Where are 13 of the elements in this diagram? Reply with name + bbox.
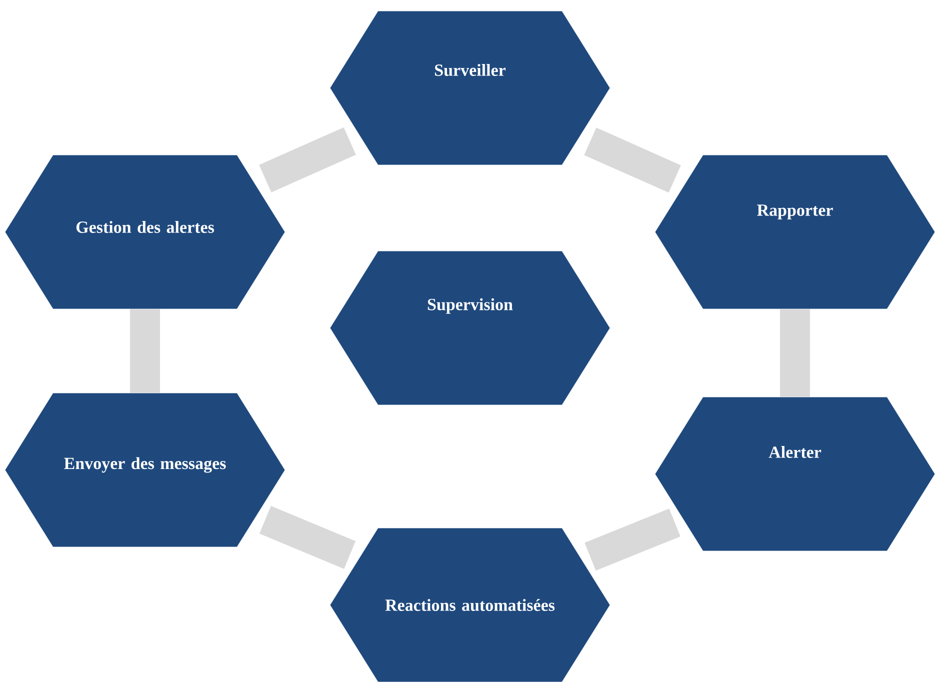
connector-band [584,508,680,571]
connector-band [584,128,681,193]
hexagon-box: Reactions automatisées [330,528,610,682]
hexagon-box: Envoyer des messages [4,392,286,548]
hexagon-box: Rapporter [654,154,936,310]
connector-band [130,309,160,393]
hexagon-box: Supervision [330,250,610,406]
connector-band [780,309,810,397]
hexagon-box: Surveiller [330,10,610,166]
hexagon-box: Gestion des alertes [4,154,286,310]
hexagon-box: Alerter [654,396,936,552]
connector-band [259,506,356,569]
connector-band [259,127,356,192]
